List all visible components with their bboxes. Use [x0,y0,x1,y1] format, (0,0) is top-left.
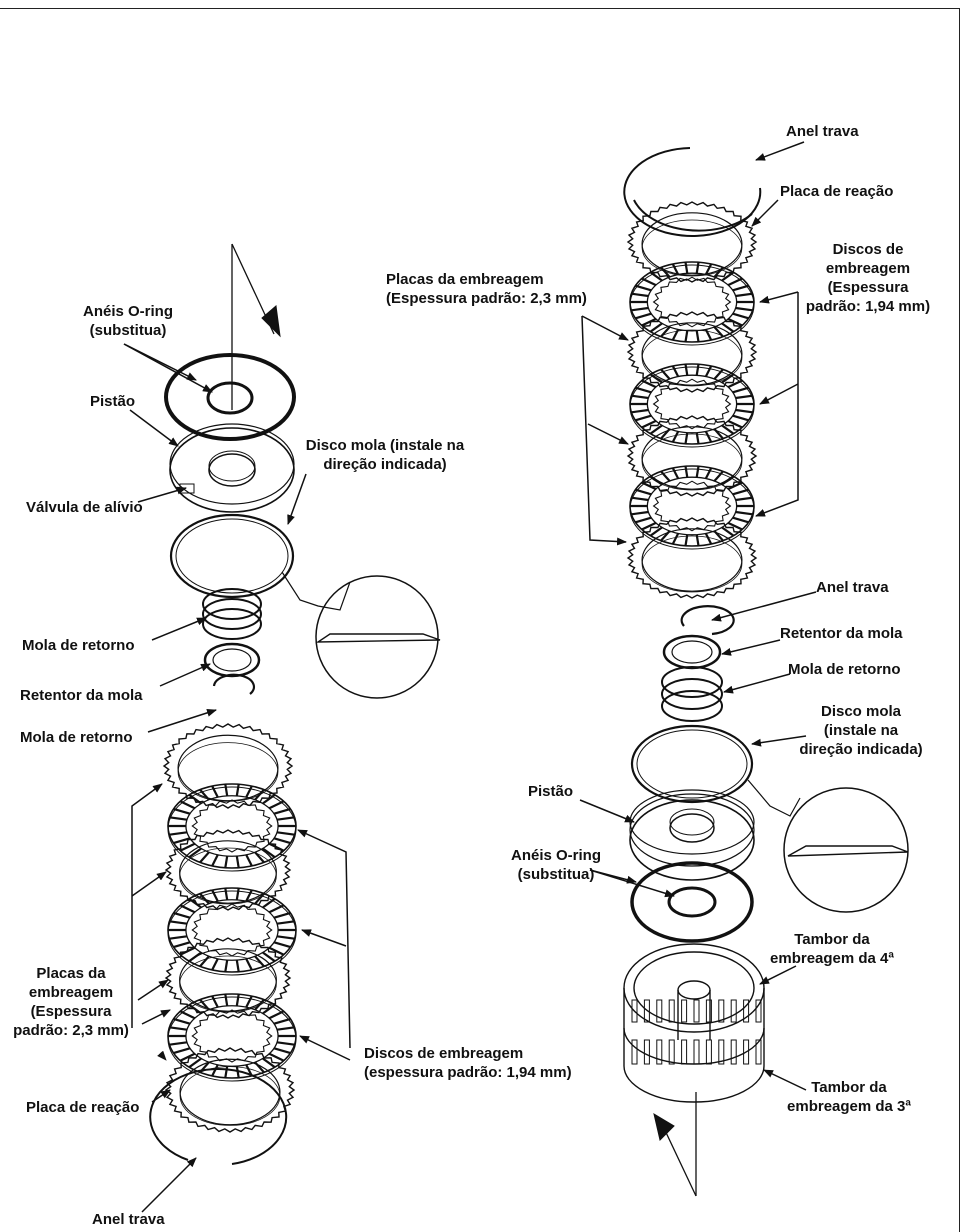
left-clutch-plate [164,829,292,911]
left-clutch-disc [167,887,297,976]
left-o-ring-outer [164,353,296,441]
left-o-ring-inner [206,381,254,415]
right-assembly [623,147,909,1197]
drum-slot-lower [668,1039,675,1065]
drum-slot-upper [730,999,737,1023]
right-drum-4th-label: Tambor da embreagem da 4ª [770,931,894,967]
drum-slot-lower [631,1039,638,1065]
drum-slot-upper [656,999,663,1023]
drum-slot-lower [693,1039,700,1065]
left-relief-valve-label: Válvula de alívio [26,499,143,516]
right-clutch-pack [626,201,758,599]
left-snap-ring-label: Anel trava [92,1211,165,1228]
right-snap-ring [680,605,735,636]
left-piston [169,423,295,513]
right-detail-circle [783,787,909,913]
left-clutch-disc [167,993,297,1082]
drum-slot-lower [718,1039,725,1065]
right-o-ring-outer [630,861,754,943]
right-piston [629,789,755,881]
right-spring-retainer-label: Retentor da mola [780,625,903,642]
right-clutch-drum [623,943,765,1103]
drum-slot-upper [693,999,700,1023]
drum-slot-upper [718,999,725,1023]
left-piston-label: Pistão [90,393,136,410]
drum-slot-upper [755,999,762,1023]
left-direction-arrow [261,305,281,338]
drum-slot-lower [656,1039,663,1065]
page-frame [0,8,960,1232]
right-clutch-plate [626,311,758,393]
drum-slot-lower [681,1039,688,1065]
right-spring-disc [630,724,754,804]
drum-slot-lower [743,1039,750,1065]
left-clutch-plate [164,937,292,1019]
right-clutch-plates-label: Placas da embreagem (Espessura padrão: 2… [386,271,587,307]
drum-slot-upper [705,999,712,1023]
left-detail-circle [315,575,439,699]
right-return-spring-label: Mola de retorno [788,661,901,678]
drum-slot-upper [631,999,638,1023]
left-snap-ring [149,1068,288,1165]
left-clutch-pack [162,723,297,1133]
left-detail-disc-section [315,633,441,643]
left-spring-retainer-label: Retentor da mola [20,687,143,704]
drum-slot-lower [705,1039,712,1065]
right-piston-label: Pistão [528,783,574,800]
right-o-ring-inner [667,886,717,918]
left-clutch-discs-label: Discos de embreagem (espessura padrão: 1… [364,1045,572,1081]
drum-slot-lower [730,1039,737,1065]
right-clutch-disc [629,465,755,550]
right-clutch-plate [626,415,758,497]
left-clutch-disc [167,783,297,872]
right-reaction-plate-label: Placa de reação [780,183,894,200]
drum-slot-upper [743,999,750,1023]
leader-lines [123,141,817,1213]
left-return-spring-label-2: Mola de retorno [20,729,133,746]
right-o-rings-label: Anéis O-ring (substitua) [510,847,601,883]
right-spring-disc-label: Disco mola (instale na direção indicada) [799,703,923,758]
right-drum-3rd-label: Tambor da embreagem da 3ª [787,1079,911,1115]
right-snap-ring-label: Anel trava [816,579,889,596]
drum-slot-lower [643,1039,650,1065]
right-snap-ring-top-label: Anel trava [786,123,859,140]
left-reaction-plate-label: Placa de reação [26,1099,140,1116]
drum-slot-lower [755,1039,762,1065]
right-detail-disc-section [787,845,909,857]
right-reaction-plate [626,201,758,283]
left-spring-disc [169,513,295,599]
left-o-rings-label: Anéis O-ring (substitua) [82,303,173,339]
right-return-spring [661,666,723,722]
right-clutch-discs-label: Discos de embreagem (Espessura padrão: 1… [805,241,931,315]
left-clutch-plates-label: Placas da embreagem (Espessura padrão: 2… [13,965,129,1039]
left-spring-disc-inner [175,518,289,594]
drum-slot-upper [681,999,688,1023]
right-clutch-disc [629,261,755,346]
left-return-spring-clip [212,673,255,695]
left-spring-retainer [203,642,261,678]
left-return-spring-label-1: Mola de retorno [22,637,135,654]
drum-slot-upper [643,999,650,1023]
drum-slot-upper [668,999,675,1023]
right-clutch-disc [629,363,755,448]
right-direction-arrow [653,1112,675,1141]
right-clutch-plate [626,517,758,599]
left-spring-disc-label: Disco mola (instale na direção indicada) [305,437,465,473]
